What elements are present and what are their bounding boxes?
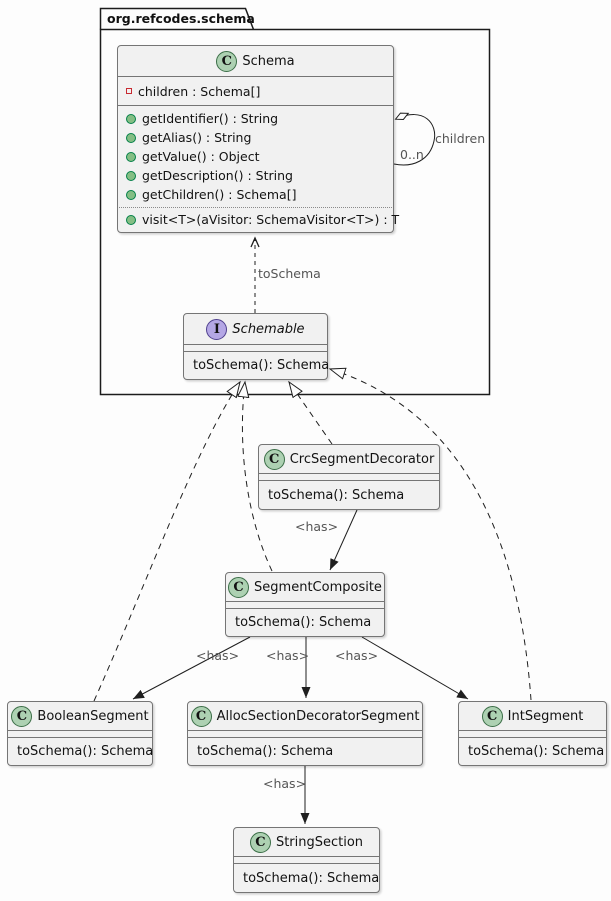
class-name: AllocSectionDecoratorSegment [216,708,420,724]
method-row: toSchema(): Schema [243,870,380,886]
method-row: visit<T>(aVisitor: SchemaVisitor<T>) : T [118,210,399,229]
method-label: visit<T>(aVisitor: SchemaVisitor<T>) : T [142,212,400,227]
public-method-icon [126,189,136,200]
method-row: getChildren() : Schema[] [118,185,393,204]
method-row: getIdentifier() : String [118,109,393,128]
method-label: getIdentifier() : String [142,111,279,126]
edge-label-has-alloc: <has> [266,648,310,663]
method-row: getValue() : Object [118,147,393,166]
methods-compartment: toSchema(): Schema [8,738,154,765]
method-label: getValue() : Object [142,149,260,164]
class-stereotype-icon: C [263,448,285,470]
class-stereotype-icon: C [190,705,212,727]
class-name: StringSection [275,834,364,850]
class-schema: C Schema children : Schema[] getIdentifi… [117,45,399,233]
methods-separator [119,207,392,208]
package-title: org.refcodes.schema [107,11,255,26]
class-stereotype-icon: C [481,705,503,727]
method-row: toSchema(): Schema [17,744,154,759]
field-row: children : Schema[] [118,82,393,101]
class-stereotype-icon: C [11,705,33,727]
field-label: children : Schema[] [138,83,261,99]
class-title: C BooleanSegment [8,702,152,731]
edge-schema-children-self-loop [393,115,436,166]
interface-schemable: I Schemable toSchema(): Schema [183,313,330,380]
methods-compartment: toSchema(): Schema [259,481,439,509]
fields-compartment-empty [226,602,384,609]
edge-crc-realizes-schemable [289,382,333,445]
public-method-icon [126,214,136,225]
class-title: C StringSection [234,828,379,857]
class-segment-composite: C SegmentComposite toSchema(): Schema [225,572,385,637]
fields-compartment-empty [188,731,422,738]
class-boolean-segment: C BooleanSegment toSchema(): Schema [7,701,153,766]
edge-segmentcomposite-has-intsegment [361,636,469,700]
method-row: toSchema(): Schema [268,487,405,503]
methods-compartment: toSchema(): Schema [226,609,384,636]
method-row: toSchema(): Schema [468,744,605,759]
edge-segmentcomposite-has-booleansegment [132,636,251,700]
method-row: toSchema(): Schema [193,358,330,373]
fields-compartment-empty [459,731,606,738]
class-title: C CrcSegmentDecorator [259,445,439,474]
class-title: C SegmentComposite [226,573,384,602]
edge-label-has-boolean: <has> [196,648,240,663]
method-row: getAlias() : String [118,128,393,147]
interface-schemable-title: I Schemable [184,314,327,345]
edge-crc-has-segmentcomposite [329,509,358,571]
edge-label-toschema: toSchema [258,266,321,281]
class-schema-title: C Schema [118,46,393,77]
edge-label-children: children [435,131,486,146]
edge-label-has-int: <has> [335,648,379,663]
edge-label-has-string: <has> [263,776,307,791]
method-label: getAlias() : String [142,130,252,145]
edge-label-multiplicity: 0..n [400,147,424,162]
edge-label-has-crc: <has> [295,519,339,534]
class-stereotype-icon: C [249,831,271,853]
class-name: SegmentComposite [254,579,382,595]
method-row: toSchema(): Schema [197,744,334,759]
class-stereotype-icon: C [228,576,250,598]
fields-compartment-empty [259,474,439,481]
methods-compartment: toSchema(): Schema [459,738,606,765]
class-schema-methods: getIdentifier() : String getAlias() : St… [118,106,399,232]
edge-segmentcomposite-realizes-schemable [242,382,273,572]
package-tab [99,7,255,30]
class-name: BooleanSegment [37,708,149,724]
class-name: Schema [242,53,295,69]
class-string-section: C StringSection toSchema(): Schema [233,827,380,893]
methods-compartment: toSchema(): Schema [234,864,379,892]
class-crc-segment-decorator: C CrcSegmentDecorator toSchema(): Schema [258,444,440,510]
private-field-icon [126,88,132,94]
fields-compartment-empty [184,345,327,352]
method-row: getDescription() : String [118,166,393,185]
class-name: IntSegment [507,708,584,724]
edge-intsegment-realizes-schemable [330,369,532,701]
class-int-segment: C IntSegment toSchema(): Schema [458,701,607,766]
class-title: C IntSegment [459,702,606,731]
public-method-icon [126,170,136,181]
class-schema-fields: children : Schema[] [118,77,393,106]
methods-compartment: toSchema(): Schema [188,738,422,765]
fields-compartment-empty [234,857,379,864]
method-row: toSchema(): Schema [235,615,372,630]
public-method-icon [126,113,136,124]
interface-name: Schemable [232,321,305,337]
class-name: CrcSegmentDecorator [289,451,435,467]
public-method-icon [126,151,136,162]
fields-compartment-empty [8,731,152,738]
class-stereotype-icon: C [216,50,238,72]
method-label: getChildren() : Schema[] [142,187,297,202]
class-alloc-section-decorator-segment: C AllocSectionDecoratorSegment toSchema(… [187,701,423,766]
interface-stereotype-icon: I [206,318,228,340]
method-label: getDescription() : String [142,168,293,183]
interface-schemable-methods: toSchema(): Schema [184,352,330,379]
public-method-icon [126,132,136,143]
class-title: C AllocSectionDecoratorSegment [188,702,422,731]
